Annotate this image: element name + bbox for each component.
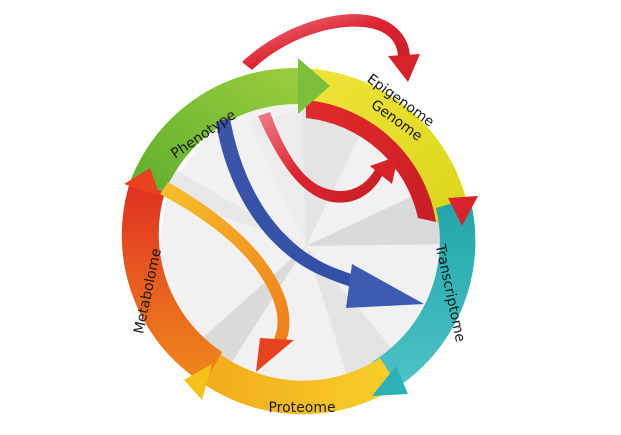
segment-transcriptome [372,198,476,392]
segment-proteome [188,346,398,415]
ring-arrowhead [184,364,212,400]
label-proteome: Proteome [268,400,335,416]
arrowhead-outer-feedback [388,54,420,82]
wedge [306,246,400,384]
wedge [200,246,306,368]
inner-wedges [164,104,452,384]
ring-arrowhead [124,168,160,196]
ring-arrowhead [448,196,478,226]
arrowhead-transcriptome [346,264,424,308]
arrowhead-metabolome [256,338,294,372]
arrowhead-genome [370,156,398,184]
arrow-phenotype-to-genome [258,112,384,203]
ring-arrowhead [298,58,330,114]
ring [121,58,478,415]
segment-phenotype [130,67,298,192]
segment-metabolome [121,182,222,384]
ring-arrowhead [372,366,408,396]
wedge [300,104,372,246]
wedge [248,110,306,246]
segment-genome [306,100,436,222]
arrow-phenotype-to-metabolome [160,182,290,352]
flow-arrows [160,14,424,372]
arrow-outer-feedback [242,14,410,70]
segment-epigenome [298,68,470,222]
arrow-phenotype-to-transcriptome [216,118,372,292]
